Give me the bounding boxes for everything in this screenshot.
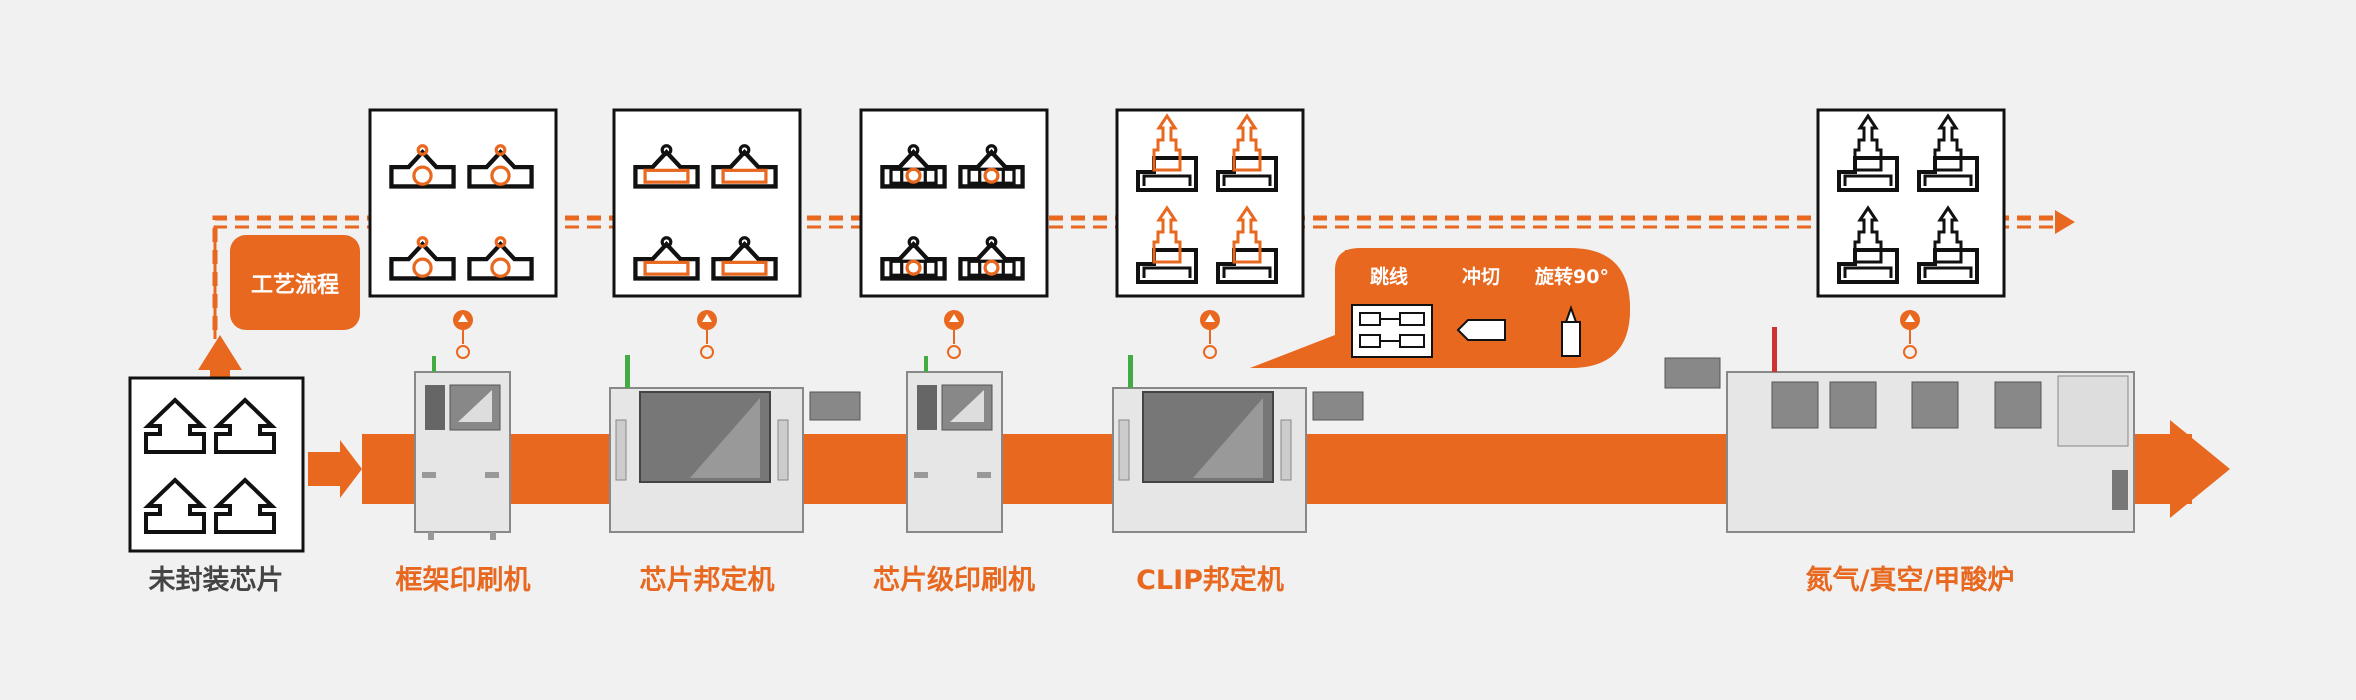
process-flow-badge: 工艺流程	[230, 235, 360, 330]
panel-clip-bonding	[1115, 108, 1305, 298]
raw-chip-panel	[128, 376, 305, 553]
panel-frame-printing	[368, 108, 558, 298]
machine-clip-bonder	[1112, 355, 1364, 533]
machine-frame-printer	[414, 356, 511, 540]
panel-die-printing	[859, 108, 1049, 298]
panel-die-bonding	[612, 108, 802, 298]
panel-reflow	[1816, 108, 2006, 298]
machine-die-bonder	[609, 355, 861, 533]
right-arrow-icon	[308, 440, 362, 498]
callout-wire-label: 跳线	[1370, 266, 1409, 288]
up-arrow-icon	[198, 335, 242, 385]
station-label-frame-printer: 框架印刷机	[395, 565, 531, 596]
callout-punch-label: 冲切	[1462, 266, 1501, 288]
station-label-raw-chip: 未封装芯片	[148, 565, 284, 596]
station-label-clip-bonder: CLIP邦定机	[1136, 565, 1284, 596]
callout-rotate-label: 旋转90°	[1535, 266, 1609, 288]
flow-arrowhead	[2055, 210, 2075, 234]
station-label-die-bonder: 芯片邦定机	[639, 565, 775, 596]
machine-reflow-oven	[1664, 327, 2135, 533]
flow-dashed-arrow	[212, 215, 2055, 339]
station-label-die-printer: 芯片级印刷机	[873, 565, 1035, 596]
clip-callout-bubble	[1250, 248, 1630, 368]
indicator-up-icons	[453, 310, 1920, 359]
station-label-reflow-oven: 氮气/真空/甲酸炉	[1805, 565, 2015, 596]
machine-die-printer	[906, 356, 1003, 533]
